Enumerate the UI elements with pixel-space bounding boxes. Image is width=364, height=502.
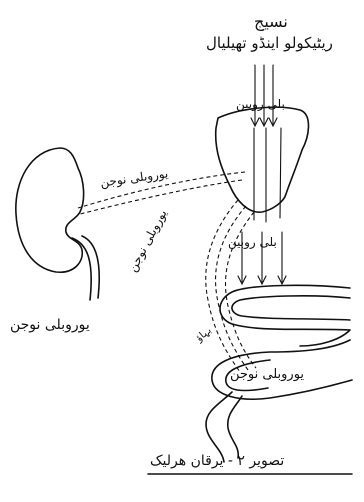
arrows-to-liver [251, 65, 277, 126]
urobilinogen-intestine-label: یوروبلی نوجن [230, 368, 304, 381]
bilirubin-middle-label: بلی روبین [228, 236, 277, 248]
intestine-shape [212, 285, 352, 399]
tissue-label: نسیج [254, 14, 288, 30]
kidney-shape [16, 148, 84, 272]
portal-circulation [206, 200, 256, 372]
bilirubin-top-label: بلی روبین [236, 98, 285, 110]
reticuloendothelial-label: ریٹیکولو اینڈو تھیلیال [206, 36, 333, 51]
ureter [72, 236, 99, 300]
figure-caption: تصویر ۲ - یرقان ھرلیک [150, 454, 284, 468]
urobilinogen-kidney-label: یوروبلی نوجن [10, 318, 90, 332]
rectum-shape [206, 392, 242, 462]
